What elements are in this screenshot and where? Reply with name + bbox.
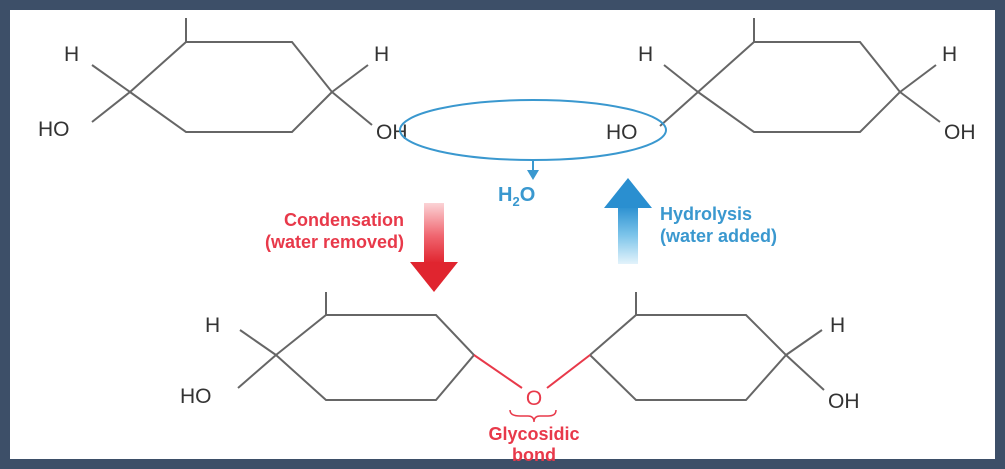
glycosidic-linkage: O	[473, 354, 591, 423]
hydrolysis-arrow	[604, 178, 652, 264]
ho-label: HO	[38, 118, 70, 141]
glycosidic-label: Glycosidic	[488, 424, 579, 444]
monosaccharide-top-right: H HO H OH	[606, 18, 976, 144]
h-label: H	[942, 43, 957, 66]
oh-label: OH	[828, 390, 860, 413]
oh-label: OH	[944, 121, 976, 144]
water-arrow-head	[527, 170, 539, 180]
oxygen-label: O	[526, 387, 542, 410]
hydrolysis-label: Hydrolysis	[660, 204, 752, 224]
h-label: H	[830, 314, 845, 337]
water-label: H2O	[498, 184, 535, 209]
h-label: H	[638, 43, 653, 66]
h-label: H	[205, 314, 220, 337]
condensation-label: Condensation	[284, 210, 404, 230]
h-label: H	[64, 43, 79, 66]
monosaccharide-top-left: H HO H OH	[38, 18, 408, 144]
h-label: H	[374, 43, 389, 66]
glycosidic-brace	[509, 409, 557, 423]
hydrolysis-sublabel: (water added)	[660, 226, 777, 246]
glycosidic-sublabel: bond	[512, 445, 556, 465]
condensation-arrow	[410, 203, 458, 292]
disaccharide-left-ring: H HO	[180, 292, 476, 408]
condensation-sublabel: (water removed)	[265, 232, 404, 252]
disaccharide-right-ring: H OH	[589, 292, 860, 413]
ho-label: HO	[180, 385, 212, 408]
ho-label: HO	[606, 121, 638, 144]
